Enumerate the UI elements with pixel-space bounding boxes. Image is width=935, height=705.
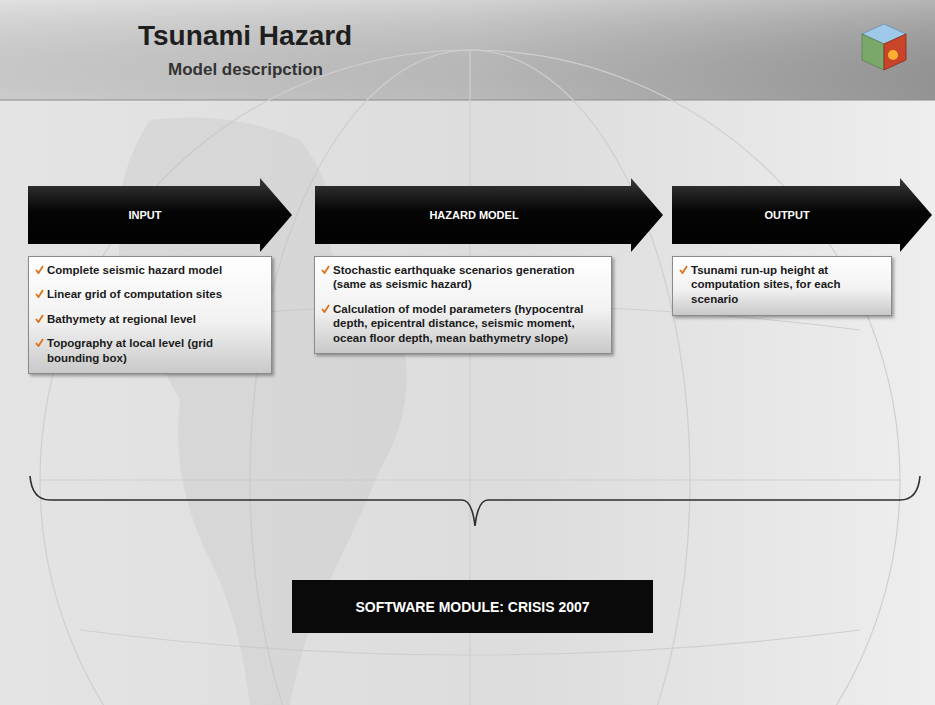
bullet-text: Calculation of model parameters (hypocen… [333, 302, 605, 345]
stage-arrow: HAZARD MODEL [315, 178, 663, 252]
bullet-item: Stochastic earthquake scenarios generati… [321, 263, 605, 292]
bullet-text: Tsunami run-up height at computation sit… [691, 263, 885, 306]
bullet-box: Tsunami run-up height at computation sit… [672, 256, 892, 316]
stage-arrow: OUTPUT [672, 178, 932, 252]
module-box: SOFTWARE MODULE: CRISIS 2007 [292, 580, 653, 633]
module-label: SOFTWARE MODULE: CRISIS 2007 [355, 599, 589, 615]
check-mark [321, 265, 330, 274]
stage-label: OUTPUT [764, 209, 839, 221]
bullet-text: Stochastic earthquake scenarios generati… [333, 263, 605, 292]
bullet-box: Stochastic earthquake scenarios generati… [314, 256, 612, 354]
bullet-text: Topography at local level (grid bounding… [47, 336, 265, 365]
stage-label: INPUT [129, 209, 192, 221]
arrow-outline [315, 178, 663, 252]
arrow-outline [672, 178, 932, 252]
header-rule [0, 100, 935, 101]
brace [30, 476, 920, 526]
bullet-item: Topography at local level (grid bounding… [35, 336, 265, 365]
stage-label: HAZARD MODEL [429, 209, 548, 221]
bullet-item: Complete seismic hazard model [35, 263, 265, 277]
check-mark [35, 289, 44, 298]
check-mark [35, 314, 44, 323]
check-mark [321, 304, 330, 313]
bullet-text: Bathymety at regional level [47, 312, 196, 326]
bullet-item: Calculation of model parameters (hypocen… [321, 302, 605, 345]
bullet-text: Linear grid of computation sites [47, 287, 222, 301]
cube-icon [862, 24, 906, 70]
bullet-item: Linear grid of computation sites [35, 287, 265, 301]
bullet-box: Complete seismic hazard modelLinear grid… [28, 256, 272, 374]
arrow-outline [28, 178, 292, 252]
bullet-item: Bathymety at regional level [35, 312, 265, 326]
check-mark [35, 338, 44, 347]
slide-title: Tsunami Hazard [138, 20, 352, 52]
subtitle: Model descripction [168, 60, 323, 80]
bullet-item: Tsunami run-up height at computation sit… [679, 263, 885, 306]
check-mark [679, 265, 688, 274]
check-mark [35, 265, 44, 274]
stage-arrow: INPUT [28, 178, 292, 252]
globe [40, 50, 900, 705]
bullet-text: Complete seismic hazard model [47, 263, 222, 277]
